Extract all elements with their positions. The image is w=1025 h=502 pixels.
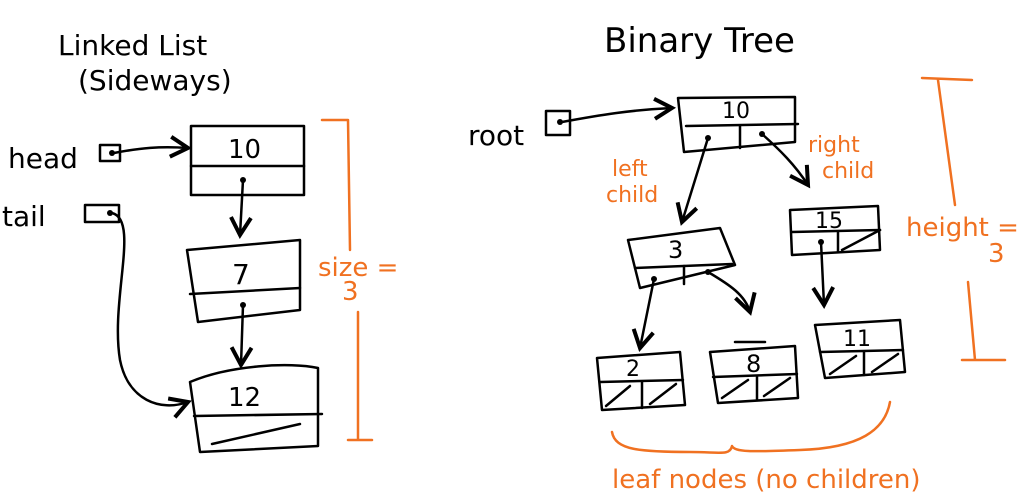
tree-node-3: 3 <box>626 226 737 290</box>
leaf-nodes-label: leaf nodes (no children) <box>612 465 921 495</box>
node-value: 3 <box>668 236 683 264</box>
node-value: 15 <box>815 209 843 234</box>
child-arrow <box>631 277 656 352</box>
size-bracket <box>320 118 374 442</box>
tail-label: tail <box>2 200 46 233</box>
tree-node-15: 15 <box>788 204 882 257</box>
left-child-label-2: child <box>606 183 658 208</box>
next-arrow <box>229 178 253 240</box>
height-value: 3 <box>988 239 1005 269</box>
root-label: root <box>468 119 524 152</box>
node-value: 10 <box>722 99 750 124</box>
node-value: 11 <box>843 327 871 352</box>
linked-list-section: Linked List (Sideways) head tail 10 7 <box>2 29 398 454</box>
child-arrow <box>811 240 835 310</box>
child-arrow <box>706 270 757 316</box>
list-node-3: 12 <box>188 363 324 454</box>
node-value: 10 <box>228 135 261 165</box>
leaf-brace <box>610 400 892 454</box>
node-value: 8 <box>746 350 761 378</box>
binary-tree-section: Binary Tree root 10 left child right chi… <box>468 21 1019 495</box>
node-value: 12 <box>228 383 261 413</box>
root-pointer-box <box>544 109 572 137</box>
linked-list-title: Linked List <box>58 29 207 62</box>
left-child-label: left <box>612 157 648 182</box>
right-child-label-2: child <box>822 159 874 184</box>
node-value: 7 <box>232 258 250 291</box>
binary-tree-title: Binary Tree <box>604 21 795 61</box>
head-arrow <box>112 135 193 159</box>
leaf-node-2: 2 <box>595 350 687 412</box>
linked-list-subtitle: (Sideways) <box>78 64 232 97</box>
next-arrow <box>229 303 254 370</box>
left-child-arrow <box>675 136 710 226</box>
height-label: height = <box>906 213 1019 243</box>
size-value: 3 <box>342 277 359 307</box>
root-arrow <box>560 97 677 124</box>
right-child-arrow <box>760 132 811 189</box>
tail-arrow <box>110 211 192 419</box>
head-label: head <box>8 142 78 175</box>
size-label: size = <box>318 253 398 283</box>
leaf-node-8: 8 <box>708 340 800 405</box>
height-bracket <box>920 76 1007 362</box>
tree-node-root: 10 <box>676 95 800 154</box>
node-value: 2 <box>626 357 640 382</box>
leaf-node-11: 11 <box>813 318 907 380</box>
right-child-label: right <box>808 133 860 158</box>
list-node-1: 10 <box>189 124 306 197</box>
tail-pointer-box <box>83 203 121 224</box>
